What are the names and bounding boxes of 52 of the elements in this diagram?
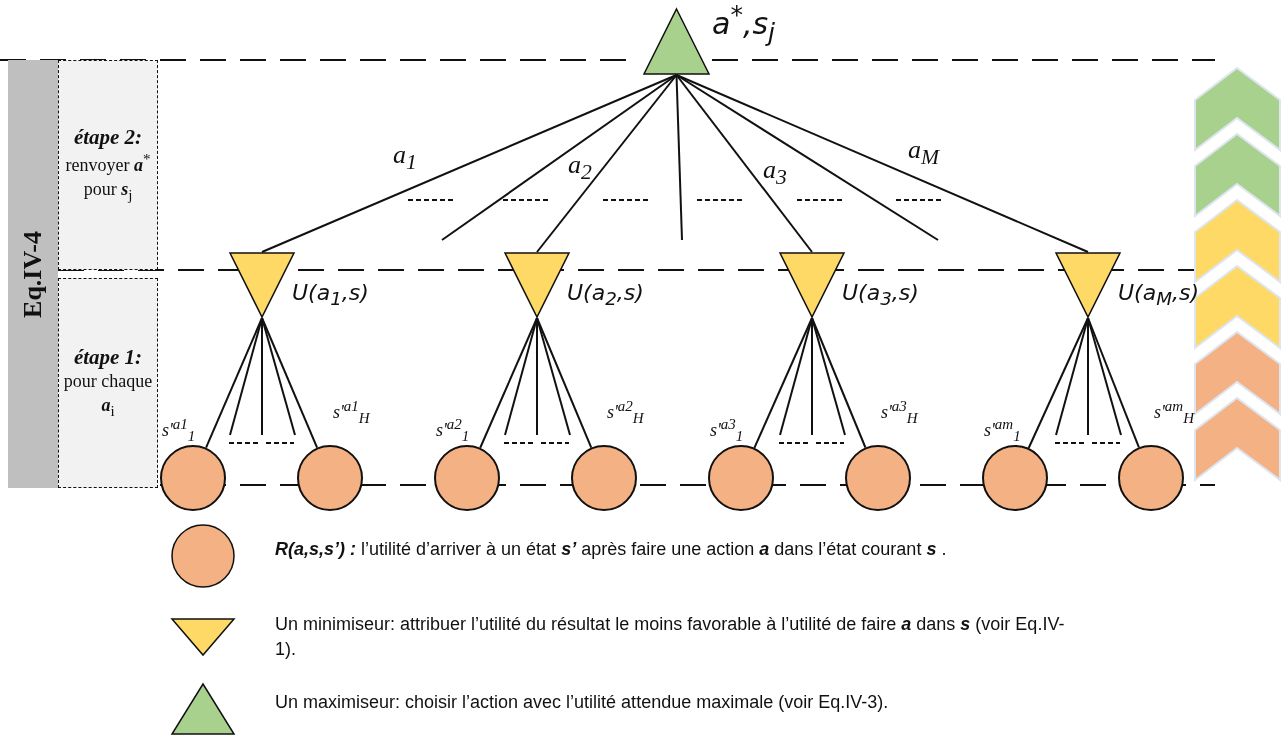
outcome-circle [1118, 445, 1184, 511]
tree-branch [261, 317, 296, 436]
outcome-circle [571, 445, 637, 511]
equation-band [8, 60, 58, 488]
step-heading: étape 2: [73, 125, 143, 151]
minimizer-triangle [779, 252, 845, 318]
step-panel [58, 278, 158, 488]
tree-branch [536, 317, 593, 449]
action-label: a$_{M}$ [908, 135, 940, 171]
legend-text: R(a,s,s’) : l’utilité d’arriver à un état s’ après faire une action a dans l’état courant s . [275, 538, 948, 561]
tree-branch [1055, 317, 1089, 436]
step-panel [58, 60, 158, 270]
action-label: a$_{3}$ [763, 155, 787, 191]
tree-branch [811, 317, 867, 449]
utility-label: U(a$_{1}$,s) [292, 280, 369, 310]
tree-branch [1087, 317, 1122, 436]
tree-branch [675, 74, 683, 241]
outcome-circle [982, 445, 1048, 511]
tree-branch [536, 74, 678, 253]
action-label: a$_{2}$ [568, 150, 592, 186]
utility-label: U(a$_{3}$,s) [842, 280, 919, 310]
tree-branch [753, 317, 813, 449]
tree-branch [675, 74, 813, 253]
tree-branch [229, 317, 263, 436]
legend-text: Un maximiseur: choisir l’action avec l’utilité attendue maximale (voir Eq.IV-3). [275, 691, 890, 714]
decision-label: a$^{*}$,s$_{j}$ [712, 0, 775, 47]
equation-label: Eq.IV-4 [18, 230, 48, 318]
step-description: pour chaque a$_{i}$ [62, 370, 154, 421]
utility-label: U(a$_{2}$,s) [567, 280, 644, 310]
tree-branch [479, 317, 538, 449]
utility-label: U(a$_{M}$,s) [1118, 280, 1200, 310]
outcome-circle [160, 445, 226, 511]
outcome-circle [845, 445, 911, 511]
minimizer-triangle [1055, 252, 1121, 318]
step-description: renvoyer a$^{*}$ pour s$_{j}$ [64, 150, 152, 205]
minimizer-triangle [504, 252, 570, 318]
tree-branch [811, 317, 846, 436]
tree-branch [536, 317, 571, 436]
tree-branch [1087, 317, 1140, 449]
outcome-circle [434, 445, 500, 511]
minimizer-triangle [229, 252, 295, 318]
tree-branch [504, 317, 538, 436]
action-label: a$_{1}$ [393, 140, 417, 176]
tree-branch [1027, 317, 1089, 449]
outcome-circle [297, 445, 363, 511]
tree-branch [261, 317, 319, 449]
outcome-circle [708, 445, 774, 511]
legend-text: Un minimiseur: attribuer l’utilité du résultat le moins favorable à l’utilité de faire a dans s (voir Eq.IV-1). [275, 613, 1066, 662]
maximizer-triangle [643, 8, 710, 75]
tree-branch [205, 317, 263, 449]
tree-branch [779, 317, 813, 436]
step-heading: étape 1: [73, 345, 143, 371]
